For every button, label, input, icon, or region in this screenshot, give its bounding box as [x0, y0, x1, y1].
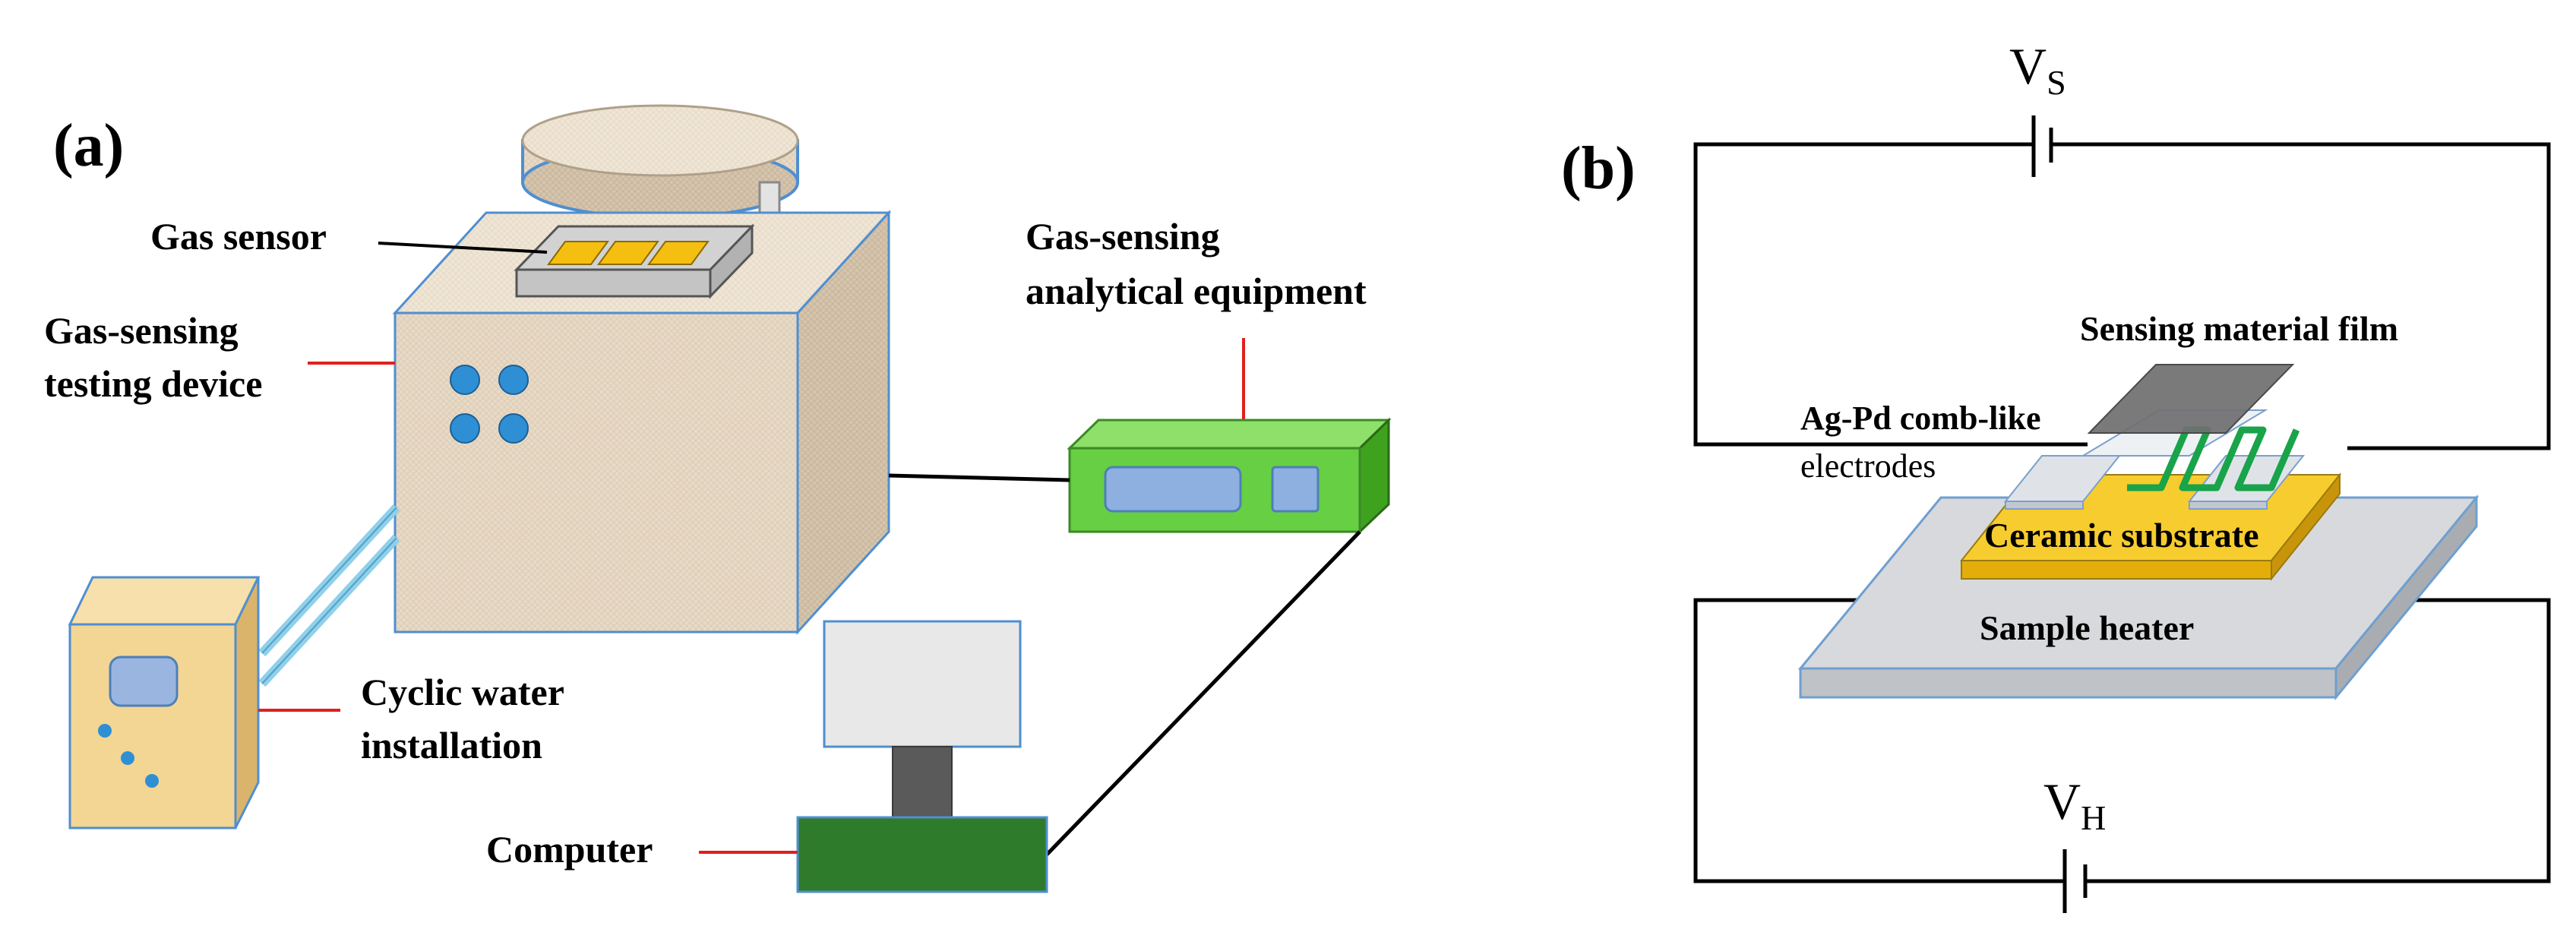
equipment-screen-large: [1104, 466, 1242, 513]
water-knob-icon: [121, 751, 134, 765]
testing-device-label-line2: testing device: [44, 362, 262, 405]
analytical-equipment-label-line1: Gas-sensing: [1026, 215, 1220, 258]
testing-device-label-line1: Gas-sensing: [44, 309, 239, 352]
water-knob-icon: [145, 774, 159, 788]
gas-sensor-leader: [378, 242, 548, 254]
vh-label: VH: [2043, 773, 2106, 837]
cyclic-water-box: [68, 576, 261, 830]
vh-circuit: [1693, 598, 2551, 913]
computer: [796, 620, 1048, 893]
cyclic-water-label-line2: installation: [361, 724, 542, 766]
panel-b-label: (b): [1561, 135, 1636, 202]
sensing-film-label: Sensing material film: [2080, 309, 2398, 348]
knob-icon: [450, 365, 480, 395]
analytical-equipment-label-line2: analytical equipment: [1026, 270, 1367, 312]
gas-sensor-tray: [514, 223, 755, 299]
panel-a: (a) Gas sensor: [44, 104, 1392, 893]
water-tubes: [258, 504, 400, 687]
electrodes-label-line1: Ag-Pd comb-like: [1800, 400, 2041, 437]
comb-electrode: [2127, 426, 2300, 491]
panel-b: (b) VS VH Sample heater: [1561, 37, 2551, 913]
chamber-lid: [521, 104, 799, 219]
electrodes-label-line2: electrodes: [1800, 447, 1936, 485]
knob-icon: [498, 413, 529, 444]
panel-a-label: (a): [53, 112, 124, 179]
computer-label: Computer: [486, 828, 653, 871]
water-display-screen: [109, 656, 179, 707]
gas-sensor-label: Gas sensor: [150, 215, 327, 258]
water-knob-icon: [98, 724, 112, 738]
monitor-screen: [823, 620, 1022, 748]
heater-label: Sample heater: [1980, 608, 2194, 647]
cable-device-to-equipment: [888, 473, 1070, 482]
computer-base: [796, 816, 1048, 893]
cyclic-water-label-line1: Cyclic water: [361, 671, 564, 713]
cable-equipment-to-computer: [1045, 530, 1361, 856]
sensing-film: [2087, 364, 2295, 434]
knob-icon: [450, 413, 480, 444]
ceramic-label: Ceramic substrate: [1984, 516, 2259, 555]
sample-heater: [1797, 494, 2480, 701]
analytical-equipment: [1067, 417, 1392, 535]
equipment-screen-small: [1271, 466, 1320, 513]
knob-icon: [498, 365, 529, 395]
vs-label: VS: [2009, 37, 2066, 102]
monitor-stand: [892, 746, 953, 818]
vs-circuit: [1693, 115, 2551, 450]
